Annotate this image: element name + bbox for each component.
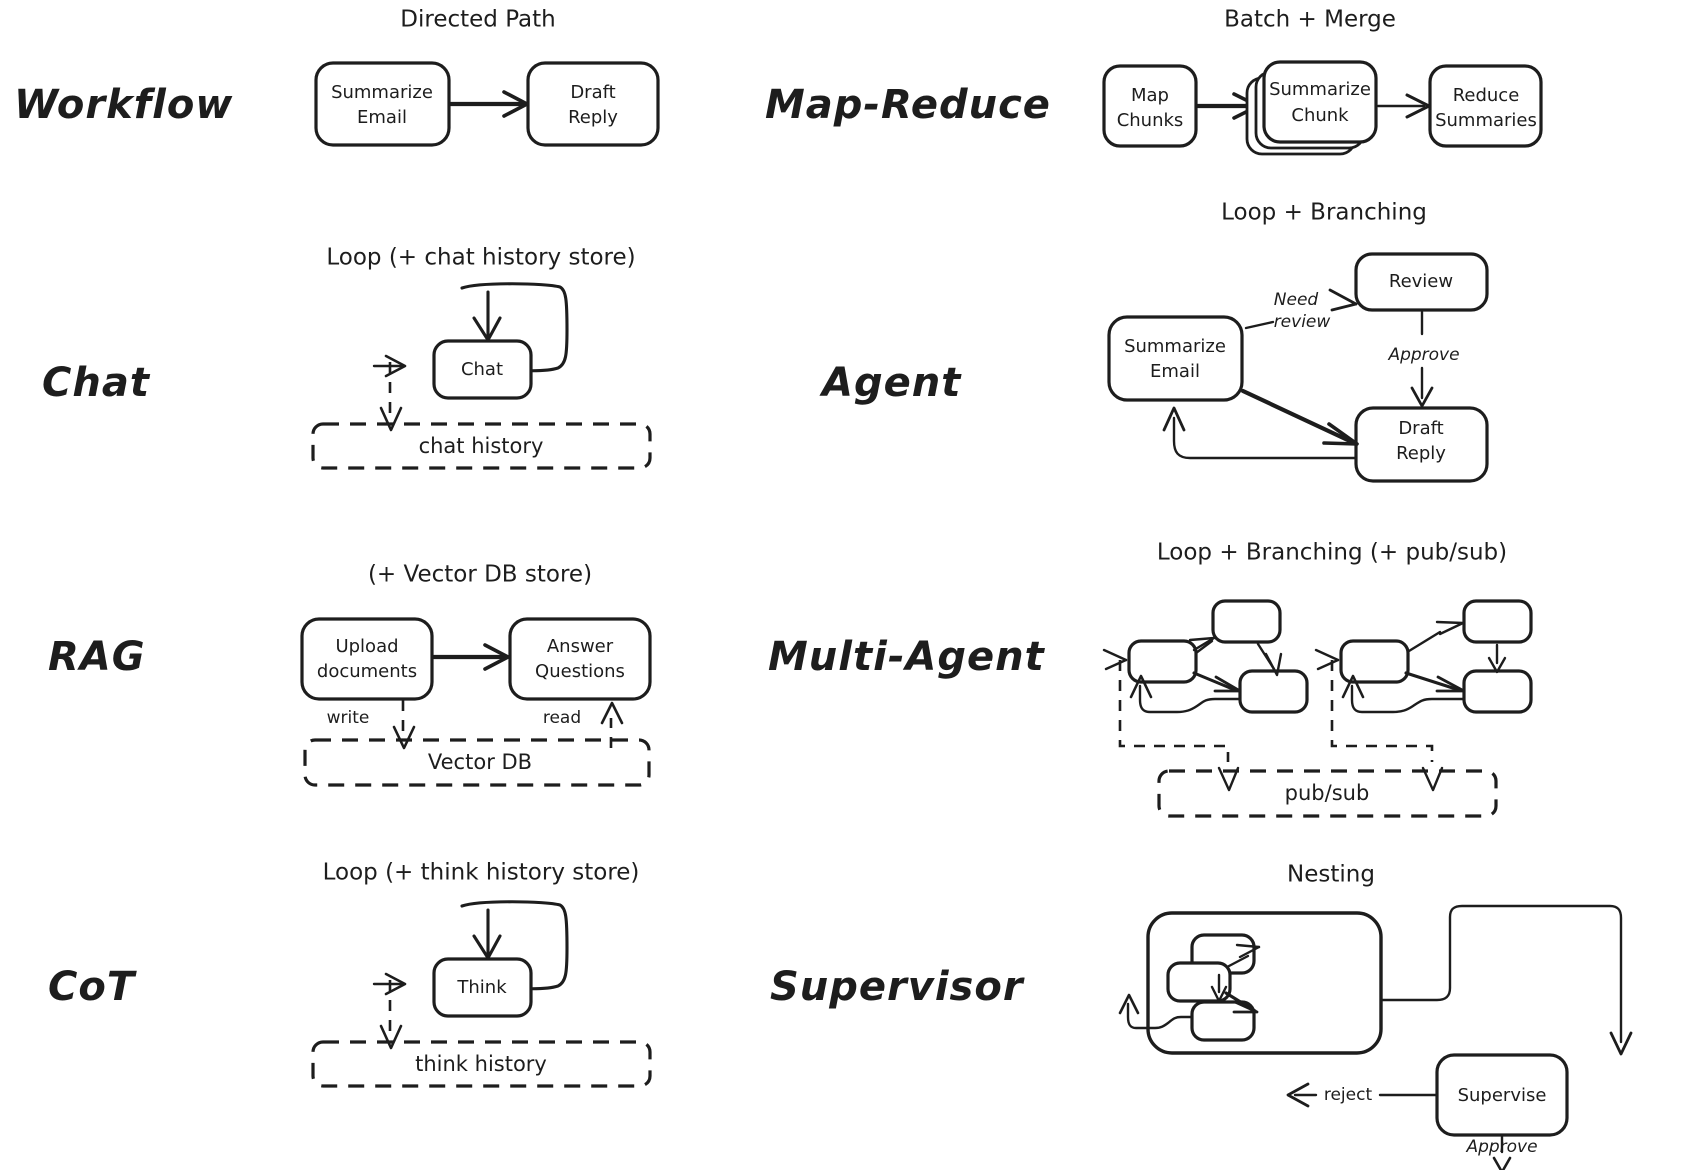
node-label-line2: Chunk	[1291, 105, 1349, 126]
edge-label-need: Need	[1274, 290, 1319, 310]
node-reduce-summaries[interactable]: Reduce Summaries	[1428, 64, 1543, 148]
node-chat[interactable]: Chat	[432, 339, 533, 400]
node-label-line1: Answer	[547, 636, 614, 657]
row-label-rag: RAG	[48, 634, 146, 680]
node-agent-draft-reply[interactable]: Draft Reply	[1354, 406, 1489, 483]
agent-node-b-right[interactable]	[1462, 669, 1533, 714]
edge-review-to-draft: Approve	[1387, 310, 1460, 408]
edge-label-approve: Approve	[1387, 345, 1459, 365]
store-think-history[interactable]: think history	[311, 1040, 652, 1088]
node-supervise[interactable]: Supervise	[1435, 1053, 1569, 1137]
section-title-loop-branching-pubsub: Loop + Branching (+ pub/sub)	[1157, 540, 1507, 566]
node-label-line1: Map	[1131, 85, 1169, 106]
agent-node-a-left[interactable]	[1127, 639, 1198, 684]
node-label-line2: Reply	[1396, 443, 1446, 464]
edge-summarize-to-review: Need review	[1244, 288, 1358, 332]
node-label-line2: Email	[1150, 361, 1200, 382]
section-map-reduce: Batch + Merge Map Chunks Summarize Chunk…	[1102, 7, 1543, 156]
edge-summarize-to-reduce	[1376, 93, 1431, 119]
section-cot: Loop (+ think history store) Think think…	[311, 860, 652, 1088]
node-label-line2: Chunks	[1117, 110, 1184, 131]
node-think[interactable]: Think	[432, 957, 533, 1018]
node-label-line1: Draft	[570, 82, 615, 103]
section-title-nesting: Nesting	[1287, 862, 1375, 888]
store-chat-history[interactable]: chat history	[311, 422, 652, 470]
node-label-line1: Summarize	[331, 82, 433, 103]
store-label: pub/sub	[1285, 781, 1370, 805]
agent-node-a-right[interactable]	[1238, 669, 1309, 714]
node-label: Supervise	[1458, 1085, 1547, 1106]
node-label-line1: Reduce	[1453, 85, 1520, 106]
agent-cluster-b	[1314, 599, 1533, 792]
section-workflow: Directed Path Summarize Email Draft Repl…	[314, 7, 660, 147]
section-title-loop-branching: Loop + Branching	[1221, 200, 1427, 226]
agent-cluster-a	[1102, 599, 1309, 792]
store-pub-sub[interactable]: pub/sub	[1157, 769, 1498, 818]
edge-label-read: read	[543, 708, 581, 728]
nested-agent-group[interactable]	[1118, 911, 1383, 1055]
edge-label-write: write	[327, 708, 370, 728]
node-map-chunks[interactable]: Map Chunks	[1102, 64, 1198, 148]
section-chat: Loop (+ chat history store) Chat chat hi…	[311, 245, 652, 470]
edge-label-reject: reject	[1324, 1085, 1373, 1105]
agent-node-b-top[interactable]	[1462, 599, 1533, 644]
edge-upload-write-vectordb: write	[327, 700, 416, 750]
node-label-line1: Upload	[335, 636, 398, 657]
node-upload-documents[interactable]: Upload documents	[300, 617, 434, 701]
section-title-loop-think: Loop (+ think history store)	[323, 860, 640, 886]
agent-node-a-top[interactable]	[1211, 599, 1282, 644]
edge-upload-to-answer	[431, 643, 510, 671]
edge-supervise-approve: Approve	[1465, 1134, 1538, 1170]
node-summarize-email[interactable]: Summarize Email	[314, 61, 451, 147]
store-label: think history	[415, 1052, 547, 1076]
node-label: Review	[1389, 271, 1453, 292]
node-label-line2: Reply	[568, 107, 618, 128]
edge-label-approve: Approve	[1465, 1137, 1537, 1157]
node-label-line2: Email	[357, 107, 407, 128]
node-review[interactable]: Review	[1354, 252, 1489, 312]
edge-group-to-supervise	[1379, 904, 1633, 1056]
node-summarize-chunk-stack[interactable]: Summarize Chunk	[1245, 60, 1378, 156]
row-label-workflow: Workflow	[14, 82, 233, 128]
node-label-line1: Summarize	[1124, 336, 1226, 357]
node-label-line1: Draft	[1398, 418, 1443, 439]
node-answer-questions[interactable]: Answer Questions	[508, 617, 652, 701]
section-rag: (+ Vector DB store) Upload documents Ans…	[300, 562, 652, 787]
node-agent-summarize-email[interactable]: Summarize Email	[1107, 315, 1244, 402]
section-multi-agent: Loop + Branching (+ pub/sub)	[1102, 540, 1533, 818]
node-label: Chat	[461, 359, 503, 380]
row-label-map-reduce: Map-Reduce	[765, 82, 1051, 128]
row-label-cot: CoT	[48, 964, 137, 1010]
edge-chat-to-history	[372, 354, 407, 432]
section-supervisor: Nesting Superv	[1118, 862, 1633, 1170]
row-label-supervisor: Supervisor	[770, 964, 1025, 1010]
edge-think-to-history	[372, 972, 407, 1050]
row-label-agent: Agent	[819, 360, 962, 406]
edge-label-review: review	[1274, 312, 1331, 332]
edge-summarize-to-draft	[448, 90, 529, 118]
row-label-multi-agent: Multi-Agent	[768, 634, 1046, 680]
store-vector-db[interactable]: Vector DB	[303, 738, 651, 787]
node-label-line2: Questions	[535, 661, 625, 682]
edge-supervise-reject: reject	[1286, 1082, 1439, 1108]
section-title-batch-merge: Batch + Merge	[1224, 7, 1396, 33]
section-agent: Loop + Branching Review Summarize Email …	[1107, 200, 1489, 483]
node-label-line2: Summaries	[1435, 110, 1537, 131]
node-label: Think	[456, 977, 507, 998]
agent-node-b-left[interactable]	[1339, 639, 1410, 684]
section-title-loop-chat: Loop (+ chat history store)	[326, 245, 635, 271]
node-label-line2: documents	[317, 661, 417, 682]
section-title-directed-path: Directed Path	[400, 7, 555, 33]
row-label-chat: Chat	[42, 360, 151, 406]
node-label-line1: Summarize	[1269, 79, 1371, 100]
node-draft-reply[interactable]: Draft Reply	[526, 61, 660, 147]
edge-draft-to-summarize	[1162, 406, 1358, 460]
store-label: chat history	[419, 434, 544, 458]
section-title-vector-db-store: (+ Vector DB store)	[368, 562, 592, 588]
edge-summarize-to-draft	[1240, 388, 1359, 446]
store-label: Vector DB	[428, 750, 532, 774]
edge-vectordb-read-answer: read	[543, 701, 624, 748]
